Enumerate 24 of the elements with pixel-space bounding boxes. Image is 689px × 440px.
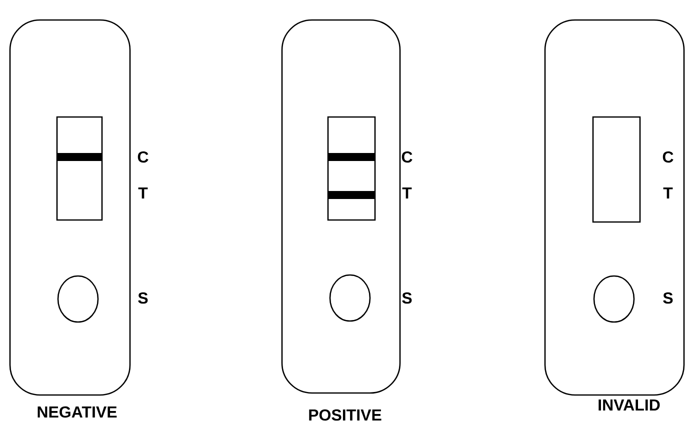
line-label: C bbox=[402, 151, 412, 163]
test-cassette bbox=[544, 19, 685, 396]
line-label: C bbox=[138, 151, 148, 163]
line-label: T bbox=[402, 188, 412, 198]
result-window bbox=[56, 116, 103, 221]
line-label: S bbox=[402, 292, 412, 304]
test-band bbox=[328, 153, 375, 161]
sample-well bbox=[57, 275, 99, 323]
result-window bbox=[592, 116, 641, 223]
result-window bbox=[327, 116, 376, 221]
result-caption: POSITIVE bbox=[309, 409, 382, 421]
result-caption: NEGATIVE bbox=[38, 406, 117, 418]
line-label: T bbox=[138, 188, 148, 198]
line-label: S bbox=[663, 292, 673, 304]
line-label: T bbox=[663, 188, 673, 198]
test-band bbox=[328, 191, 375, 199]
test-band bbox=[57, 153, 102, 161]
result-caption: INVALID bbox=[598, 400, 660, 410]
sample-well bbox=[593, 275, 635, 323]
test-cassette bbox=[9, 19, 131, 396]
test-cassette bbox=[281, 19, 401, 394]
line-label: S bbox=[138, 292, 148, 304]
line-label: C bbox=[662, 151, 674, 163]
sample-well bbox=[329, 274, 371, 322]
